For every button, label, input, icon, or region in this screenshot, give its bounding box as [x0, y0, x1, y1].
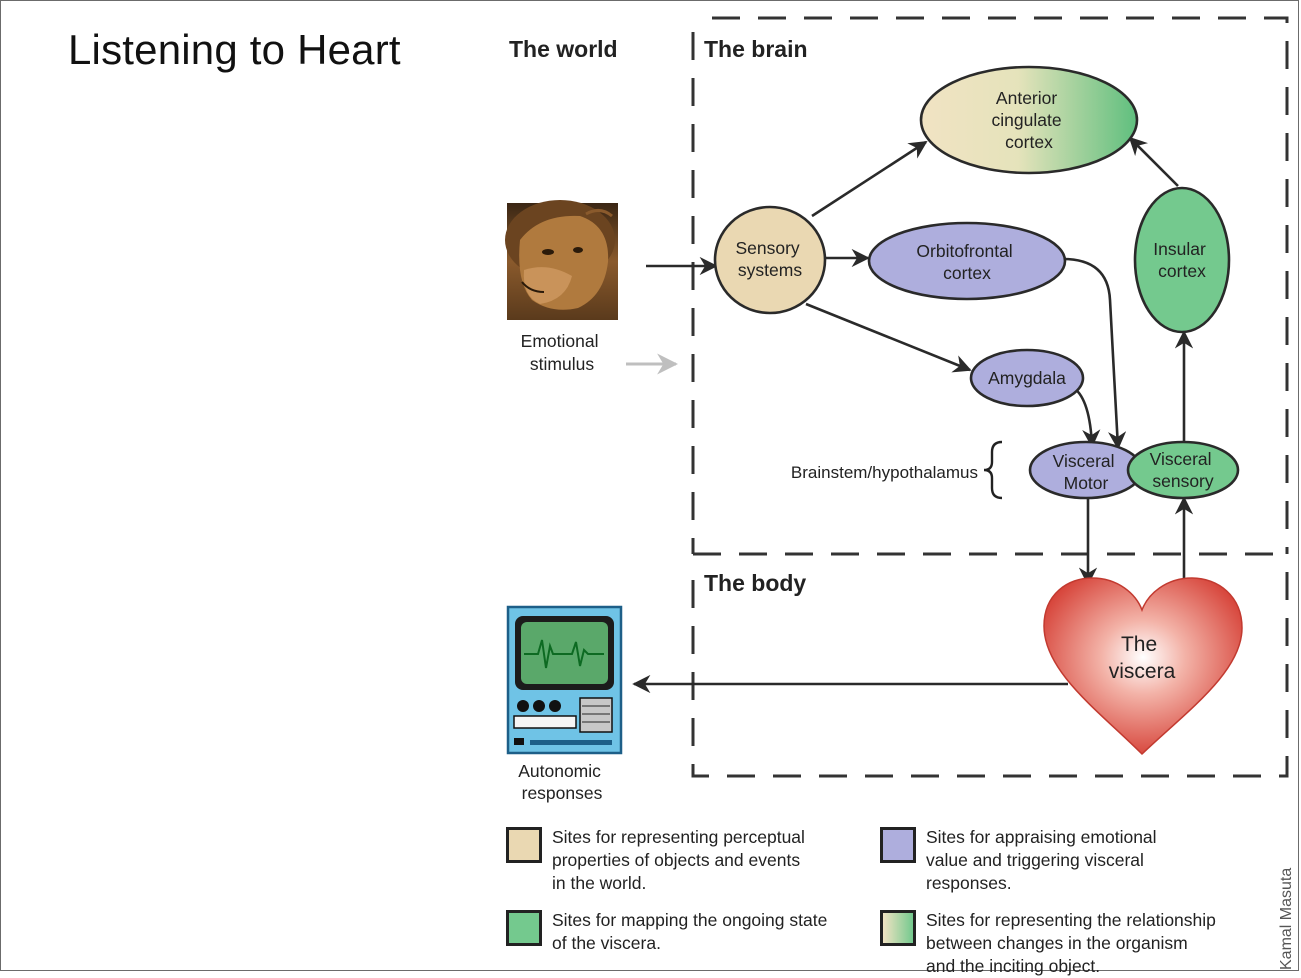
edge-sensory-amygdala: [805, 302, 972, 373]
legend-swatch-tan: [506, 827, 542, 863]
legend-item-relationship: Sites for representing the relationship …: [880, 909, 1216, 978]
brainstem-label: Brainstem/hypothalamus: [791, 463, 978, 482]
stimulus-label: Emotional stimulus: [521, 331, 604, 374]
legend-item-viscera-state: Sites for mapping the ongoing state of t…: [506, 909, 827, 955]
edge-ofc-visceral-motor: [1062, 257, 1127, 450]
node-visceral-sensory: Visceral sensory: [1126, 440, 1240, 500]
node-visceral-motor: Visceral Motor: [1028, 440, 1144, 500]
edge-amygdala-visceral-motor: [1073, 386, 1101, 448]
node-viscera-heart: The viscera: [1043, 577, 1243, 756]
monitor-icon: [506, 605, 623, 755]
legend-text: Sites for representing the relationship …: [926, 910, 1216, 976]
legend-swatch-gradient: [880, 910, 916, 946]
brainstem-brace: [983, 440, 1003, 500]
legend-text: Sites for appraising emotional value and…: [926, 827, 1157, 893]
legend-swatch-green: [506, 910, 542, 946]
body-region-label: The body: [704, 570, 806, 596]
svg-text:Sensory systems: Sensory systems: [735, 238, 804, 280]
legend-text: Sites for mapping the ongoing state of t…: [552, 910, 828, 953]
brain-region-label: The brain: [704, 36, 808, 62]
svg-text:Amygdala: Amygdala: [988, 368, 1066, 388]
slide-title: Listening to Heart: [68, 26, 401, 73]
legend-item-appraising: Sites for appraising emotional value and…: [880, 826, 1157, 895]
node-amygdala: Amygdala: [969, 348, 1085, 408]
image-credit: Kamal Masuta: [1278, 867, 1295, 970]
svg-text:Insular cortex: Insular cortex: [1153, 239, 1210, 281]
node-anterior-cingulate: Anterior cingulate cortex: [919, 65, 1139, 175]
brain-region-box: [691, 16, 1289, 556]
edge-sensory-acc: [811, 140, 928, 218]
svg-text:The viscera: The viscera: [1109, 633, 1176, 683]
node-sensory-systems: Sensory systems: [713, 205, 827, 315]
legend-item-perceptual: Sites for representing perceptual proper…: [506, 826, 805, 895]
svg-text:Orbitofrontal cortex: Orbitofrontal cortex: [916, 241, 1017, 283]
legend-text: Sites for representing perceptual proper…: [552, 827, 805, 893]
lion-stimulus-image: [505, 200, 618, 320]
world-region-label: The world: [509, 36, 618, 62]
edge-insular-acc: [1128, 136, 1179, 187]
body-region-box: [691, 560, 1289, 778]
legend-swatch-purple: [880, 827, 916, 863]
node-insular-cortex: Insular cortex: [1133, 186, 1231, 334]
svg-text:Visceral Motor: Visceral Motor: [1053, 451, 1120, 493]
svg-text:Visceral sensory: Visceral sensory: [1150, 449, 1217, 491]
svg-text:Anterior cingulate: Anterior cingulate cortex: [992, 88, 1067, 152]
node-orbitofrontal-cortex: Orbitofrontal cortex: [867, 221, 1067, 301]
autonomic-label: Autonomic responses: [518, 761, 606, 803]
